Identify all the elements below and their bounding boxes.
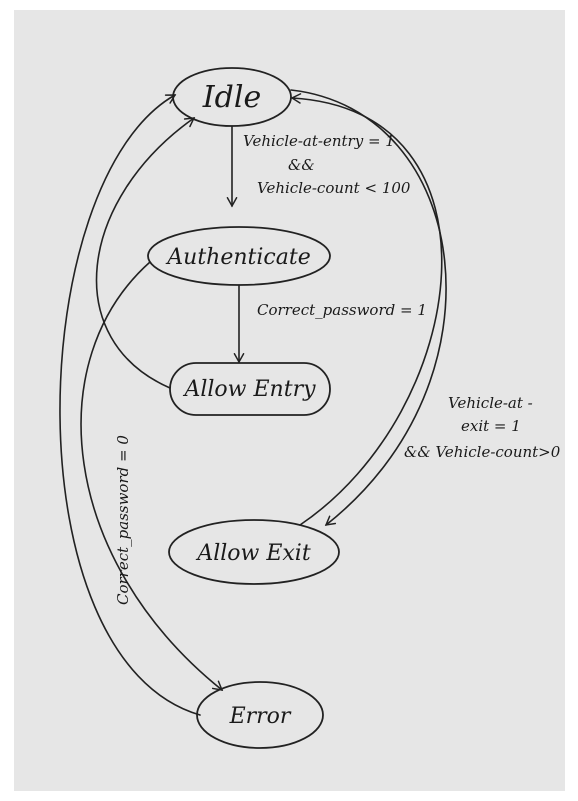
diagram-sheet [14, 10, 565, 791]
state-authenticate: Authenticate [147, 226, 331, 286]
state-error: Error [196, 681, 324, 749]
edge-allow-exit-to-idle [290, 93, 443, 526]
edge-error-to-idle [59, 94, 201, 716]
edge-label-line: && [288, 156, 315, 174]
state-idle-label: Idle [202, 80, 261, 115]
edge-label-line: Vehicle-at-entry = 1 [243, 132, 395, 150]
label-idle-to-authenticate: Vehicle-at-entry = 1 && Vehicle-count < … [243, 132, 411, 197]
edge-label-line: && Vehicle-count>0 [404, 443, 561, 461]
state-idle: Idle [172, 67, 292, 127]
label-authenticate-to-error: Correct_password = 0 [114, 435, 132, 605]
state-allow-entry-label: Allow Entry [182, 377, 316, 402]
label-authenticate-to-allow-entry: Correct_password = 1 [257, 301, 427, 319]
edge-label-line: Vehicle-count < 100 [257, 179, 411, 197]
state-error-label: Error [229, 704, 292, 729]
edge-authenticate-to-error [80, 261, 224, 691]
state-authenticate-label: Authenticate [165, 245, 310, 270]
state-allow-exit: Allow Exit [168, 519, 340, 585]
state-allow-entry: Allow Entry [169, 362, 331, 416]
state-allow-exit-label: Allow Exit [195, 541, 311, 566]
edge-label-line: Vehicle-at - [448, 394, 533, 412]
label-idle-to-allow-exit: Vehicle-at - exit = 1 && Vehicle-count>0 [404, 394, 561, 461]
edge-label-line: exit = 1 [461, 417, 521, 435]
edge-allow-entry-to-idle [95, 117, 196, 389]
